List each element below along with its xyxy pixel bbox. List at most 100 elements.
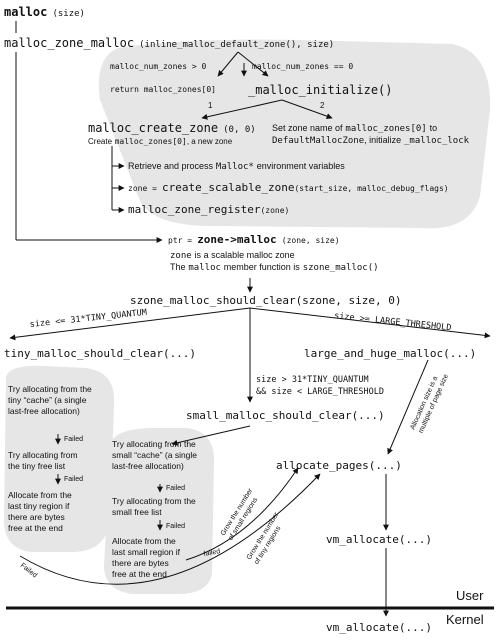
tiny-step-free-list-line-1: Try allocating from	[8, 450, 78, 460]
tiny-step-cache-line-3: last-free allocation)	[8, 406, 80, 416]
small-step-free-list-line-2: small free list	[112, 507, 162, 517]
grow-tiny-regions-label: Grow the number of tiny regions	[246, 510, 289, 566]
small-failed-1: Failed	[166, 485, 185, 492]
zone-malloc-call: ptr = zone->malloc (zone, size)	[168, 228, 340, 247]
malloc-initialize-call: _malloc_initialize()	[248, 83, 393, 97]
user-space-label: User	[456, 588, 484, 603]
connector-lines	[9, 21, 491, 617]
malloc-zone-register-step: malloc_zone_register(zone)	[128, 203, 289, 216]
set-zone-name-code2: DefaultMallocZone	[272, 136, 364, 146]
env-vars-code: Malloc*	[216, 162, 254, 172]
condition-small-size-1: size > 31*TINY_QUANTUM	[256, 375, 369, 385]
malloc-zone-malloc-call: malloc_zone_malloc (inline_malloc_defaul…	[4, 32, 334, 51]
initialization-shaded-region	[98, 39, 491, 229]
tiny-step-cache-line-1: Try allocating from the	[8, 384, 92, 394]
zone-assign: zone =	[128, 184, 157, 193]
env-vars-post: environment variables	[257, 161, 346, 171]
step-number-2: 2	[320, 101, 325, 110]
env-vars-pre: Retrieve and process	[128, 161, 214, 171]
member-function-note: The malloc member function is szone_mall…	[170, 262, 379, 273]
tiny-step-free-list-line-2: the tiny free list	[8, 461, 66, 471]
vm-allocate-user: vm_allocate(...)	[326, 533, 432, 546]
condition-tiny-size: size <= 31*TINY_QUANTUM	[29, 308, 147, 330]
member-note-pre: The	[170, 262, 186, 272]
small-step-cache-line-3: last-free allocation)	[112, 461, 184, 471]
condition-large-size: size >= LARGE_THRESHOLD	[334, 311, 452, 333]
tiny-failed-2: Failed	[64, 476, 83, 483]
condition-num-zones-gt-zero: malloc_num_zones > 0	[110, 62, 207, 71]
tiny-step-cache-line-2: tiny “cache” (a single	[8, 395, 87, 405]
small-path-shaded-region	[104, 428, 214, 594]
small-malloc-should-clear: small_malloc_should_clear(...)	[186, 409, 385, 422]
small-failed-to-allocate-pages-label: failed	[203, 548, 221, 558]
return-malloc-zones: return malloc_zones[0]	[110, 85, 216, 94]
tiny-step-last-region-line-3: there are bytes	[8, 512, 65, 522]
set-zone-name-pre: Set zone name of	[272, 123, 343, 133]
scalable-zone-note: zone is a scalable malloc zone	[170, 250, 295, 261]
malloc-zone-register-name: malloc_zone_register	[128, 203, 261, 216]
malloc-create-zone-name: malloc_create_zone	[88, 121, 218, 135]
member-note-code2: szone_malloc()	[303, 263, 379, 273]
create-zone-note: Create malloc_zones[0], a new zone	[88, 137, 233, 146]
allocate-pages: allocate_pages(...)	[276, 459, 402, 472]
create-scalable-zone-name: create_scalable_zone	[162, 181, 294, 194]
malloc-function-name: malloc	[4, 5, 47, 19]
tiny-failed-1: Failed	[64, 436, 83, 443]
tiny-step-last-region-line-1: Allocate from the	[8, 490, 72, 500]
vm-allocate-kernel: vm_allocate(...)	[326, 621, 432, 634]
small-step-last-region-line-1: Allocate from the	[112, 536, 176, 546]
condition-small-size-2: && size < LARGE_THRESHOLD	[256, 387, 384, 397]
set-zone-name-code3: _malloc_lock	[404, 136, 470, 146]
tiny-step-last-region: Allocate from the last tiny region if th…	[8, 490, 74, 533]
zone-malloc-args: (zone, size)	[282, 236, 340, 245]
kernel-space-label: Kernel	[446, 612, 484, 627]
malloc-create-zone-args: (0, 0)	[223, 125, 256, 135]
small-step-cache-line-2: small “cache” (a single	[112, 450, 197, 460]
small-failed-2: Failed	[166, 523, 185, 530]
create-zone-note-post: , a new zone	[187, 137, 233, 146]
member-note-code: malloc	[188, 263, 221, 273]
ptr-assign: ptr =	[168, 236, 192, 245]
grow-small-regions-label: Grow the number of small regions	[220, 486, 263, 542]
create-scalable-zone-args: (start_size, malloc_debug_flags)	[294, 184, 448, 193]
szone-malloc-should-clear: szone_malloc_should_clear(szone, size, 0…	[130, 294, 402, 307]
tiny-step-free-list: Try allocating from the tiny free list	[8, 450, 80, 471]
small-step-last-region-line-4: free at the end	[112, 569, 167, 579]
tiny-step-last-region-line-2: last tiny region if	[8, 501, 70, 511]
scalable-zone-note-post: is a scalable malloc zone	[195, 250, 295, 260]
create-scalable-zone-step: zone = create_scalable_zone(start_size, …	[128, 176, 449, 195]
set-zone-name-post: , initialize	[364, 135, 401, 145]
scalable-zone-note-code: zone	[170, 251, 192, 261]
small-step-last-region-line-3: there are bytes	[112, 558, 169, 568]
create-zone-note-pre: Create	[88, 137, 113, 146]
small-step-cache-line-1: Try allocating from the	[112, 439, 196, 449]
condition-num-zones-eq-zero: malloc_num_zones == 0	[252, 62, 353, 71]
small-step-last-region: Allocate from the last small region if t…	[112, 536, 182, 579]
set-zone-name-line-1: Set zone name of malloc_zones[0] to	[272, 123, 437, 134]
set-zone-name-mid: to	[430, 123, 438, 133]
create-zone-note-code: malloc_zones[0]	[115, 137, 187, 146]
tiny-path-shaded-region	[4, 365, 115, 552]
small-step-last-region-line-2: last small region if	[112, 547, 181, 557]
member-note-mid: member function is	[224, 262, 301, 272]
malloc-args: (size)	[52, 9, 85, 19]
env-vars-step: Retrieve and process Malloc* environment…	[128, 161, 345, 172]
malloc-create-zone-call: malloc_create_zone (0, 0)	[88, 117, 256, 136]
step-number-1: 1	[208, 101, 213, 110]
set-zone-name-line-2: DefaultMallocZone, initialize _malloc_lo…	[272, 135, 470, 146]
page-size-multiple-label: Allocation size is a multiple of page si…	[409, 370, 450, 435]
small-step-free-list: Try allocating from the small free list	[112, 496, 198, 517]
small-step-free-list-line-1: Try allocating from the	[112, 496, 196, 506]
tiny-step-cache: Try allocating from the tiny “cache” (a …	[8, 384, 94, 416]
malloc-call: malloc (size)	[4, 1, 85, 20]
tiny-step-last-region-line-4: free at the end	[8, 523, 63, 533]
small-step-cache: Try allocating from the small “cache” (a…	[112, 439, 199, 471]
tiny-malloc-should-clear: tiny_malloc_should_clear(...)	[4, 347, 196, 360]
set-zone-name-code1: malloc_zones[0]	[345, 124, 426, 134]
zone-malloc-name: zone->malloc	[197, 233, 276, 246]
malloc-zone-malloc-name: malloc_zone_malloc	[4, 36, 134, 50]
malloc-zone-register-args: (zone)	[260, 206, 289, 215]
large-and-huge-malloc: large_and_huge_malloc(...)	[304, 347, 476, 360]
malloc-zone-malloc-args: (inline_malloc_default_zone(), size)	[139, 40, 334, 50]
